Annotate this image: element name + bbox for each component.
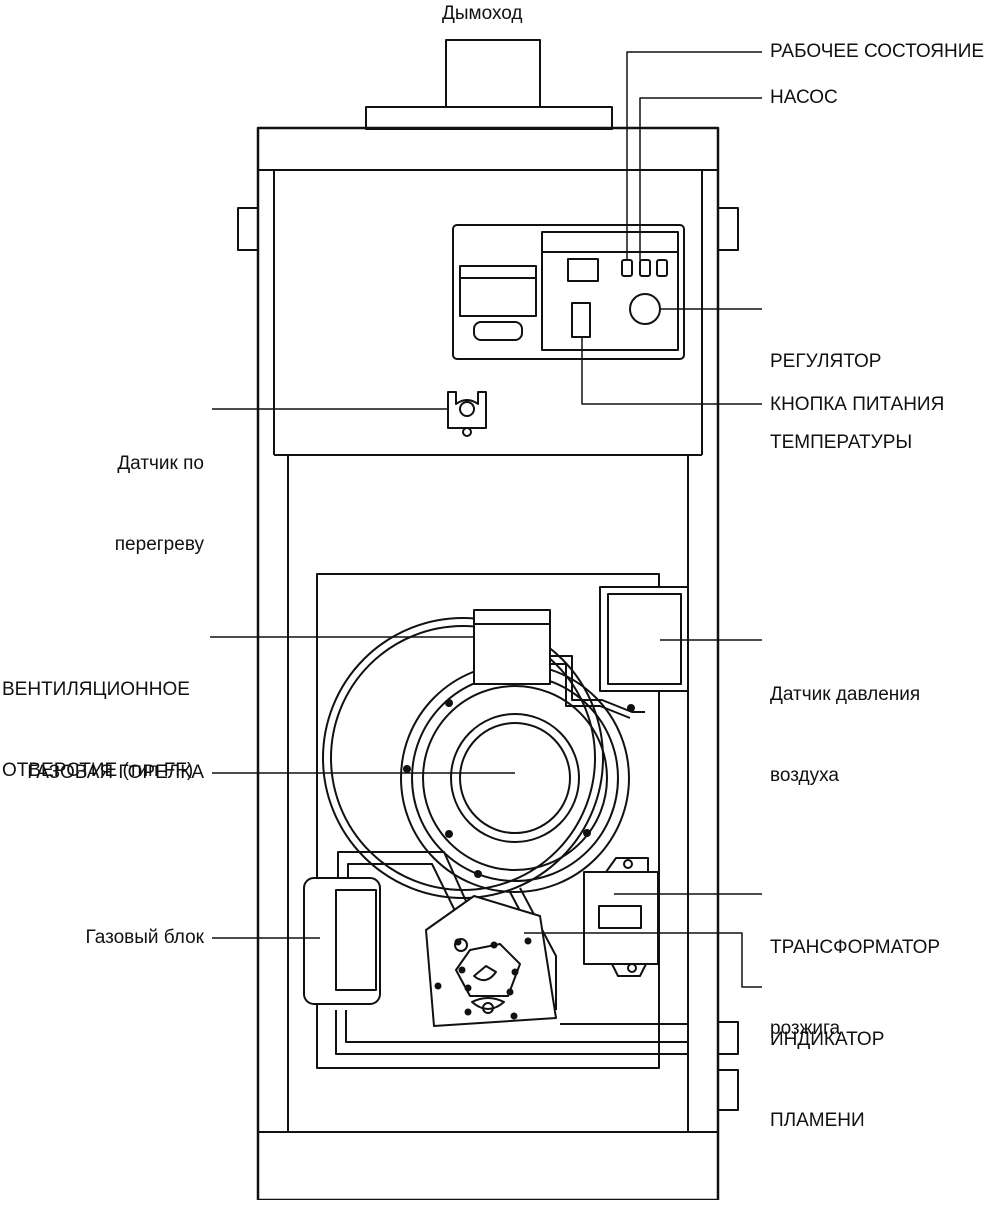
label-air-pressure-sensor-line1: Датчик давления [770, 684, 921, 705]
leader-flame-indicator [524, 932, 762, 988]
label-overheat-sensor: Датчик по перегреву [115, 396, 204, 585]
label-pump: НАСОС [770, 87, 838, 108]
label-ignition-transformer-line1: ТРАНСФОРМАТОР [770, 937, 941, 958]
label-overheat-sensor-line2: перегреву [114, 534, 204, 555]
label-overheat-sensor-line1: Датчик по [117, 453, 204, 474]
ignition-transformer [583, 857, 659, 977]
gas-block [303, 877, 381, 1005]
control-panel [452, 224, 685, 360]
leader-lines [210, 51, 762, 988]
label-air-pressure-sensor: Датчик давления воздуха [770, 627, 920, 816]
label-flame-indicator-line2: ПЛАМЕНИ [770, 1110, 865, 1131]
label-chimney: Дымоход [442, 3, 523, 24]
label-air-pressure-sensor-line2: воздуха [770, 765, 839, 786]
leader-power-button [581, 337, 762, 405]
label-vent-hole-line2: ОТВЕРСТИЕ (тип FF) [2, 760, 194, 781]
label-ignition-transformer: ТРАНСФОРМАТОР розжига [770, 880, 940, 1069]
burner-manifold [425, 895, 557, 1027]
label-temp-regulator-line2: ТЕМПЕРАТУРЫ [770, 432, 913, 453]
label-power-button: КНОПКА ПИТАНИЯ [770, 394, 945, 415]
overheat-sensor [447, 391, 487, 437]
leader-operating-state [626, 51, 762, 260]
label-flame-indicator: ИНДИКАТОР ПЛАМЕНИ [770, 972, 884, 1161]
label-temp-regulator: РЕГУЛЯТОР ТЕМПЕРАТУРЫ [770, 294, 912, 483]
label-vent-hole-line1: ВЕНТИЛЯЦИОННОЕ [2, 679, 190, 700]
label-temp-regulator-line1: РЕГУЛЯТОР [770, 351, 882, 372]
chimney [365, 39, 613, 130]
label-gas-block: Газовый блок [85, 927, 205, 948]
vent-fitting [473, 609, 645, 719]
leader-pump [639, 97, 762, 260]
label-operating-state: РАБОЧЕЕ СОСТОЯНИЕ [770, 41, 985, 62]
label-vent-hole: ВЕНТИЛЯЦИОННОЕ ОТВЕРСТИЕ (тип FF) [2, 622, 193, 811]
combustion-chamber-frame [316, 573, 660, 1069]
air-pressure-sensor [599, 586, 689, 692]
label-flame-indicator-line1: ИНДИКАТОР [770, 1029, 885, 1050]
label-gas-burner: ГАЗОВАЯ ГОРЕЛКА [27, 762, 204, 783]
label-ignition-transformer-line2: розжига [770, 1018, 841, 1039]
